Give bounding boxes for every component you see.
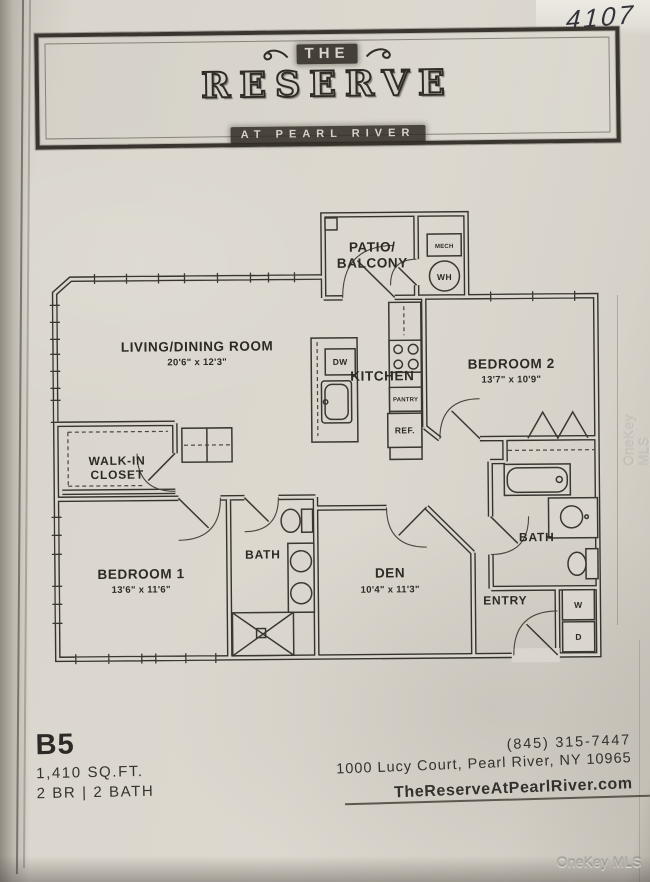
bedroom1-dims: 13'6" x 11'6" <box>112 584 171 596</box>
flourish-left-icon <box>263 47 289 61</box>
water-heater-label: WH <box>437 272 452 282</box>
dishwasher-label: DW <box>333 357 349 367</box>
paper-crease <box>617 295 618 625</box>
logo-box: THE RESERVE AT PEARL RIVER <box>34 26 621 150</box>
walkin-label-line2: CLOSET <box>90 468 144 482</box>
logo-the-row: THE <box>262 43 391 65</box>
community-logo: THE RESERVE AT PEARL RIVER <box>38 40 616 146</box>
walls-group <box>51 210 602 663</box>
flourish-right-icon <box>365 46 391 60</box>
mech-label: MECH <box>435 244 454 250</box>
pantry-label: PANTRY <box>393 397 418 403</box>
fixtures-group <box>181 217 599 657</box>
photo-bottom-shadow <box>0 856 650 882</box>
kitchen-label: KITCHEN <box>350 368 414 384</box>
den-label: DEN <box>375 565 405 580</box>
washer-label: W <box>574 600 583 610</box>
bedroom2-label: BEDROOM 2 <box>468 356 555 372</box>
refrigerator-label: REF. <box>395 425 415 435</box>
den-dims: 10'4" x 11'3" <box>361 584 420 596</box>
unit-sqft: 1,410 SQ.FT. <box>36 762 144 783</box>
living-dining-dims: 20'6" x 12'3" <box>167 357 227 369</box>
walkin-label-line1: WALK-IN <box>89 454 146 468</box>
windows-group <box>49 272 576 665</box>
living-dining-label: LIVING/DINING ROOM <box>121 338 274 354</box>
dryer-label: D <box>575 632 582 642</box>
dashed-lines-group <box>67 306 595 487</box>
entry-label: ENTRY <box>483 593 527 607</box>
watermark-bottom: OneKey MLS <box>556 855 642 870</box>
doors-group <box>136 244 559 656</box>
paper-left-edge-shadow <box>0 0 30 882</box>
bedroom2-dims: 13'7" x 10'9" <box>481 374 541 386</box>
patio-label-line1: PATIO/ <box>349 239 396 254</box>
contact-info: (845) 315-7447 1000 Lucy Court, Pearl Ri… <box>329 732 633 805</box>
paper-crease <box>639 640 640 882</box>
unit-config: 2 BR | 2 BATH <box>36 782 155 803</box>
bedroom1-label: BEDROOM 1 <box>97 566 184 582</box>
bath2-label: BATH <box>519 530 555 544</box>
bath1-label: BATH <box>245 547 281 561</box>
unit-summary: B5 1,410 SQ.FT. 2 BR | 2 BATH <box>35 727 154 802</box>
watermark-side: OneKey MLS <box>621 414 650 466</box>
patio-label-line2: BALCONY <box>337 255 408 271</box>
unit-name: B5 <box>35 728 75 762</box>
